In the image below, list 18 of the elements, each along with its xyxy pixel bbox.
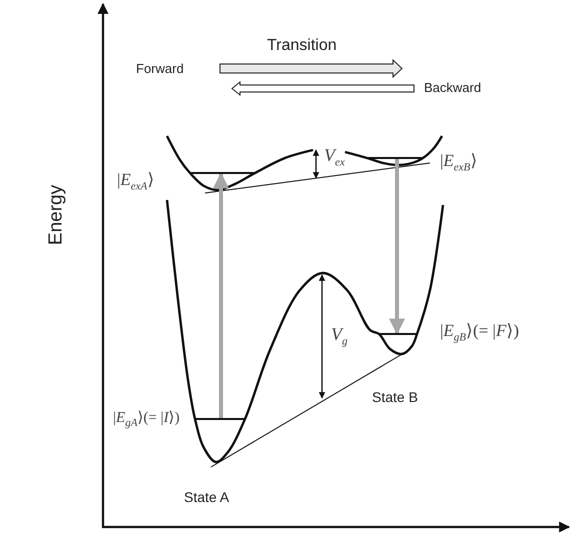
barrier-label: V$_{ex}$ [324, 146, 345, 169]
direction-label: Backward [424, 81, 482, 94]
energy-level-line [190, 172, 255, 174]
energy-level-line [195, 418, 245, 420]
barrier-label: V$_{g}$ [331, 325, 348, 348]
transition-arrow [213, 172, 229, 418]
state-label: |E$_{exB}$⟩ [440, 152, 478, 174]
title-label: Transition [267, 38, 337, 54]
axis-label: Energy [46, 184, 66, 246]
state-name: State B [372, 390, 418, 404]
direction-label: Forward [136, 62, 184, 75]
energy-level-line [367, 157, 423, 159]
state-name: State A [184, 490, 230, 504]
state-label: |E$_{gB}$⟩(= |F⟩) [440, 322, 519, 344]
state-label: |E$_{gA}$⟩(= |I⟩) [113, 411, 180, 429]
transition-arrow [389, 159, 405, 335]
state-label: |E$_{exA}$⟩ [117, 171, 154, 192]
energy-level-line [379, 333, 417, 335]
